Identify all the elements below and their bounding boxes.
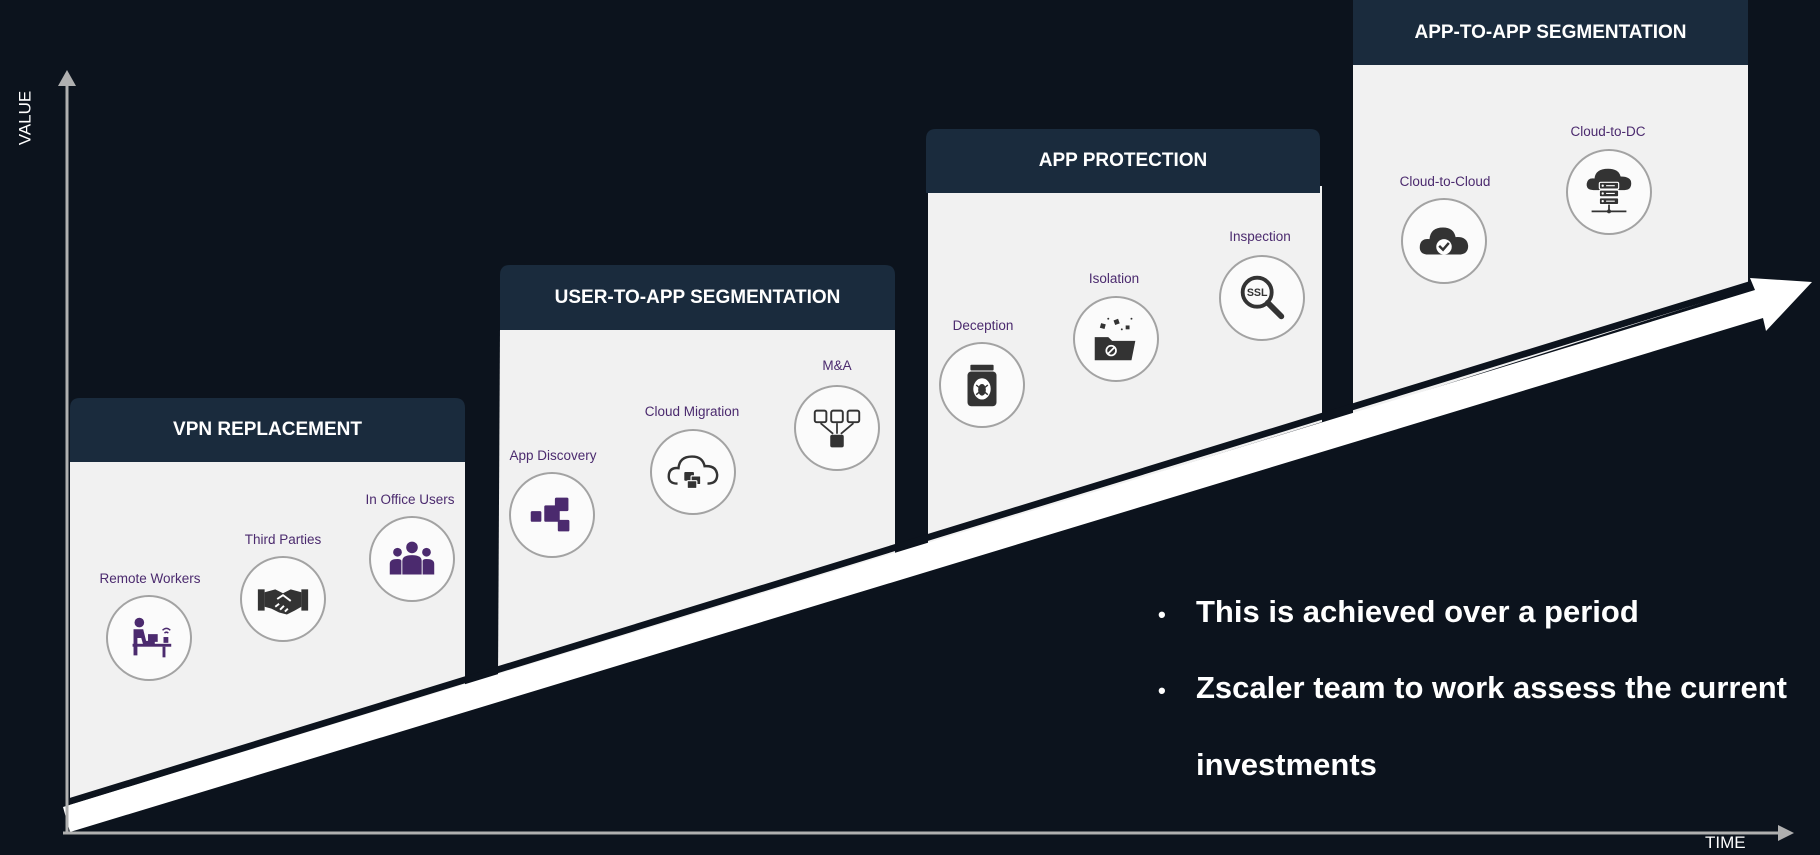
- panel-header-app-to-app: [1353, 0, 1748, 65]
- cloud-migration-icon: [667, 455, 719, 490]
- stage-title-app-to-app: APP-TO-APP SEGMENTATION: [1414, 21, 1687, 43]
- item-label-remote-workers: Remote Workers: [99, 571, 201, 586]
- x-axis-arrowhead: [1778, 825, 1794, 841]
- item-m-and-a: [794, 385, 880, 471]
- users-group-icon: [389, 541, 435, 575]
- cloud-server-icon: [1586, 168, 1632, 214]
- panel-header-app-protection: [926, 129, 1320, 193]
- bullet-text: Zscaler team to work assess the current: [1196, 670, 1787, 705]
- item-remote-workers: [106, 595, 192, 681]
- item-label-in-office-users: In Office Users: [365, 492, 455, 507]
- item-label-deception: Deception: [952, 318, 1014, 333]
- ssl-magnifier-icon: SSL: [1240, 275, 1285, 320]
- stage-title-app-protection: APP PROTECTION: [1038, 150, 1208, 171]
- panel-header-vpn: [70, 398, 465, 462]
- y-axis-label: VALUE: [15, 90, 35, 146]
- isolation-folder-icon: [1094, 317, 1136, 361]
- item-third-parties: [240, 556, 326, 642]
- panel-header-user-to-app: [500, 265, 895, 330]
- item-inspection: SSL: [1219, 255, 1305, 341]
- item-isolation: [1073, 296, 1159, 382]
- panel-body-app-to-app: [1353, 62, 1748, 414]
- item-label-inspection: Inspection: [1229, 229, 1291, 244]
- item-app-discovery: [509, 472, 595, 558]
- bullet-dot: •: [1158, 678, 1166, 703]
- item-cloud-migration: [650, 429, 736, 515]
- handshake-icon: [257, 589, 309, 615]
- merge-boxes-icon: [813, 409, 861, 448]
- item-label-isolation: Isolation: [1088, 271, 1140, 286]
- remote-worker-icon: [132, 617, 172, 658]
- stage-title-vpn: VPN REPLACEMENT: [173, 419, 362, 440]
- item-deception: [939, 342, 1025, 428]
- item-label-third-parties: Third Parties: [244, 532, 322, 547]
- item-label-cloud-to-dc: Cloud-to-DC: [1570, 124, 1646, 139]
- honey-jar-icon: [967, 364, 997, 407]
- item-cloud-to-dc: [1566, 149, 1652, 235]
- item-in-office-users: [369, 516, 455, 602]
- item-label-m-and-a: M&A: [822, 358, 852, 373]
- y-axis-arrowhead: [58, 70, 76, 86]
- bullet-dot: •: [1158, 602, 1166, 627]
- item-label-cloud-migration: Cloud Migration: [644, 404, 740, 419]
- app-blocks-icon: [530, 497, 570, 532]
- stage-title-user-to-app: USER-TO-APP SEGMENTATION: [554, 286, 841, 308]
- item-cloud-to-cloud: [1401, 198, 1487, 284]
- arrow-shadow: [63, 278, 1760, 807]
- item-label-app-discovery: App Discovery: [509, 448, 597, 463]
- item-label-cloud-to-cloud: Cloud-to-Cloud: [1399, 174, 1491, 189]
- x-axis-label: TIME: [1705, 833, 1746, 852]
- bullet-text: This is achieved over a period: [1196, 594, 1639, 629]
- cloud-check-icon: [1419, 227, 1469, 255]
- svg-text:SSL: SSL: [1247, 287, 1268, 299]
- growth-arrow: [63, 278, 1812, 832]
- bullet-text: investments: [1196, 747, 1377, 782]
